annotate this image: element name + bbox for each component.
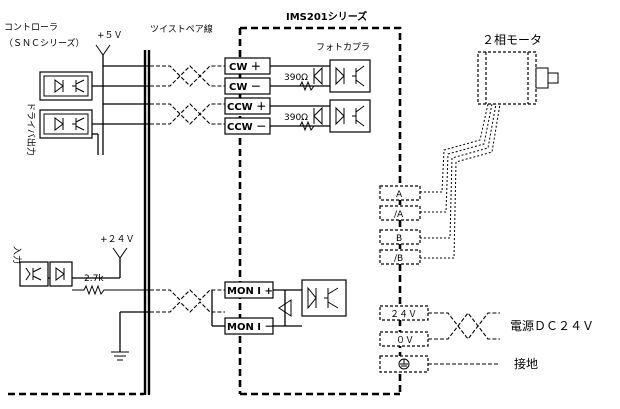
diode-cw (313, 66, 323, 86)
terminal-mon-minus-label: MON I － (227, 322, 275, 333)
ims-title: IMS201シリーズ (286, 10, 367, 23)
input-resistor-label: 2.7k (84, 274, 104, 284)
input-led-block (49, 261, 73, 287)
resistor-cw-label: 390Ω (284, 73, 308, 83)
supply-arrow-5v (95, 44, 111, 56)
twisted-pair-power (428, 312, 500, 340)
stepper-motor-icon (477, 51, 559, 105)
terminal-mon-plus-label: MON I + (227, 286, 273, 297)
supply-arrow-24v (112, 247, 128, 259)
driver-output-label: ドライバ出力 (25, 102, 37, 156)
photocoupler-ccw (329, 99, 371, 133)
resistor-cw (299, 80, 315, 92)
power-terminal-24v-label: ２４Ｖ (390, 310, 417, 320)
ground-label: 接地 (514, 356, 538, 371)
controller-title: コントローラ (4, 22, 58, 33)
power-terminal-0v-label: ０Ｖ (396, 336, 414, 346)
input-supply-label: +２４Ｖ (100, 235, 135, 245)
terminal-ccw-minus-label: CCW － (227, 122, 266, 133)
twisted-pair-ccw (150, 103, 225, 125)
twisted-pair-cw (150, 65, 225, 87)
terminal-cw-plus-label: CW ＋ (229, 61, 261, 73)
driver-output-optocoupler-1 (39, 71, 93, 101)
terminal-ccw-plus-label: CCW ＋ (227, 101, 266, 113)
diode-ccw (313, 106, 323, 126)
input-optocoupler (19, 261, 49, 287)
resistor-ccw (299, 120, 315, 132)
motor-terminal-a (379, 185, 421, 201)
diode-monitor (278, 299, 292, 317)
motor-terminal-a-bar-label: /A (394, 210, 404, 220)
twisted-pair-label: ツイストペア線 (150, 23, 213, 35)
driver-output-optocoupler-2 (39, 109, 93, 139)
motor-terminal-b-label: B (396, 234, 402, 244)
motor-terminal-b (379, 229, 421, 245)
input-resistor (72, 284, 148, 296)
photocoupler-cw (329, 59, 371, 93)
photocoupler-label: フォトカプラ (316, 42, 370, 53)
controller-block: コントローラ （ＳＮＣシリーズ） +５Ｖ ドライバ出力 入力 +２４Ｖ (4, 22, 148, 396)
controller-series: （ＳＮＣシリーズ） (4, 37, 85, 49)
twisted-pair-monitor (150, 289, 225, 313)
power-label: 電源ＤＣ２４Ｖ (510, 319, 594, 333)
motor-terminal-b-bar (379, 249, 421, 265)
motor-terminal-a-label: A (396, 190, 403, 200)
photocoupler-monitor (301, 279, 347, 317)
controller-supply-label: +５Ｖ (97, 31, 123, 41)
motor-terminal-a-bar (379, 205, 421, 221)
input-label: 入力 (11, 246, 23, 264)
motor-cable (420, 103, 501, 259)
resistor-ccw-label: 390Ω (284, 113, 308, 123)
ims-frame (240, 26, 402, 394)
motor-terminal-b-bar-label: /B (394, 254, 403, 264)
terminal-cw-minus-label: CW － (229, 82, 261, 93)
controller-ground-icon (111, 351, 129, 361)
motor-label: ２相モータ (482, 33, 542, 47)
twisted-pair-shield (143, 50, 151, 395)
